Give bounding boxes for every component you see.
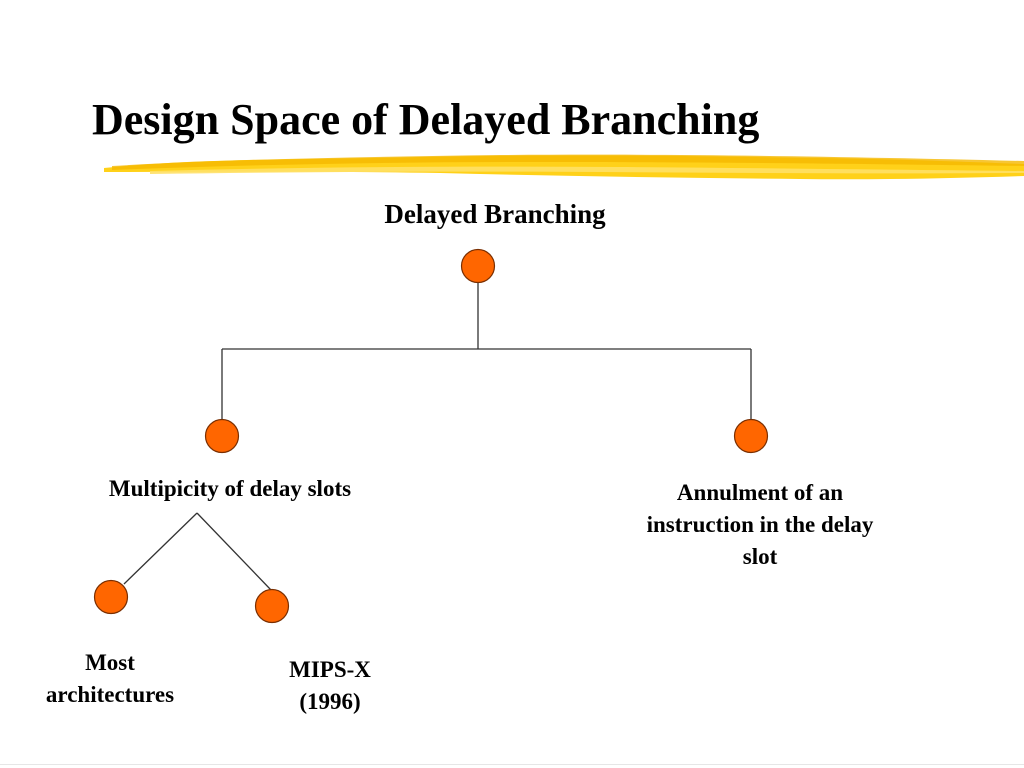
connector-lines xyxy=(123,282,752,591)
annulment-node-label: Annulment of an instruction in the delay… xyxy=(646,480,874,569)
most-architectures-label: Most architectures xyxy=(45,650,175,707)
title-highlight-stroke xyxy=(104,154,1024,180)
most-architectures-node xyxy=(93,579,129,615)
mips-x-node xyxy=(254,588,290,624)
root-node-label: Delayed Branching xyxy=(384,199,606,229)
right-diagonal-line xyxy=(196,512,272,591)
annulment-node xyxy=(733,418,769,454)
multiplicity-node xyxy=(204,418,240,454)
bottom-divider xyxy=(0,764,1024,765)
root-node xyxy=(460,248,496,284)
left-diagonal-line xyxy=(123,512,198,585)
slide-title: Design Space of Delayed Branching xyxy=(92,95,760,144)
tree-nodes xyxy=(93,248,769,624)
mips-x-label: MIPS-X (1996) xyxy=(289,657,371,714)
multiplicity-node-label: Multipicity of delay slots xyxy=(108,476,352,501)
